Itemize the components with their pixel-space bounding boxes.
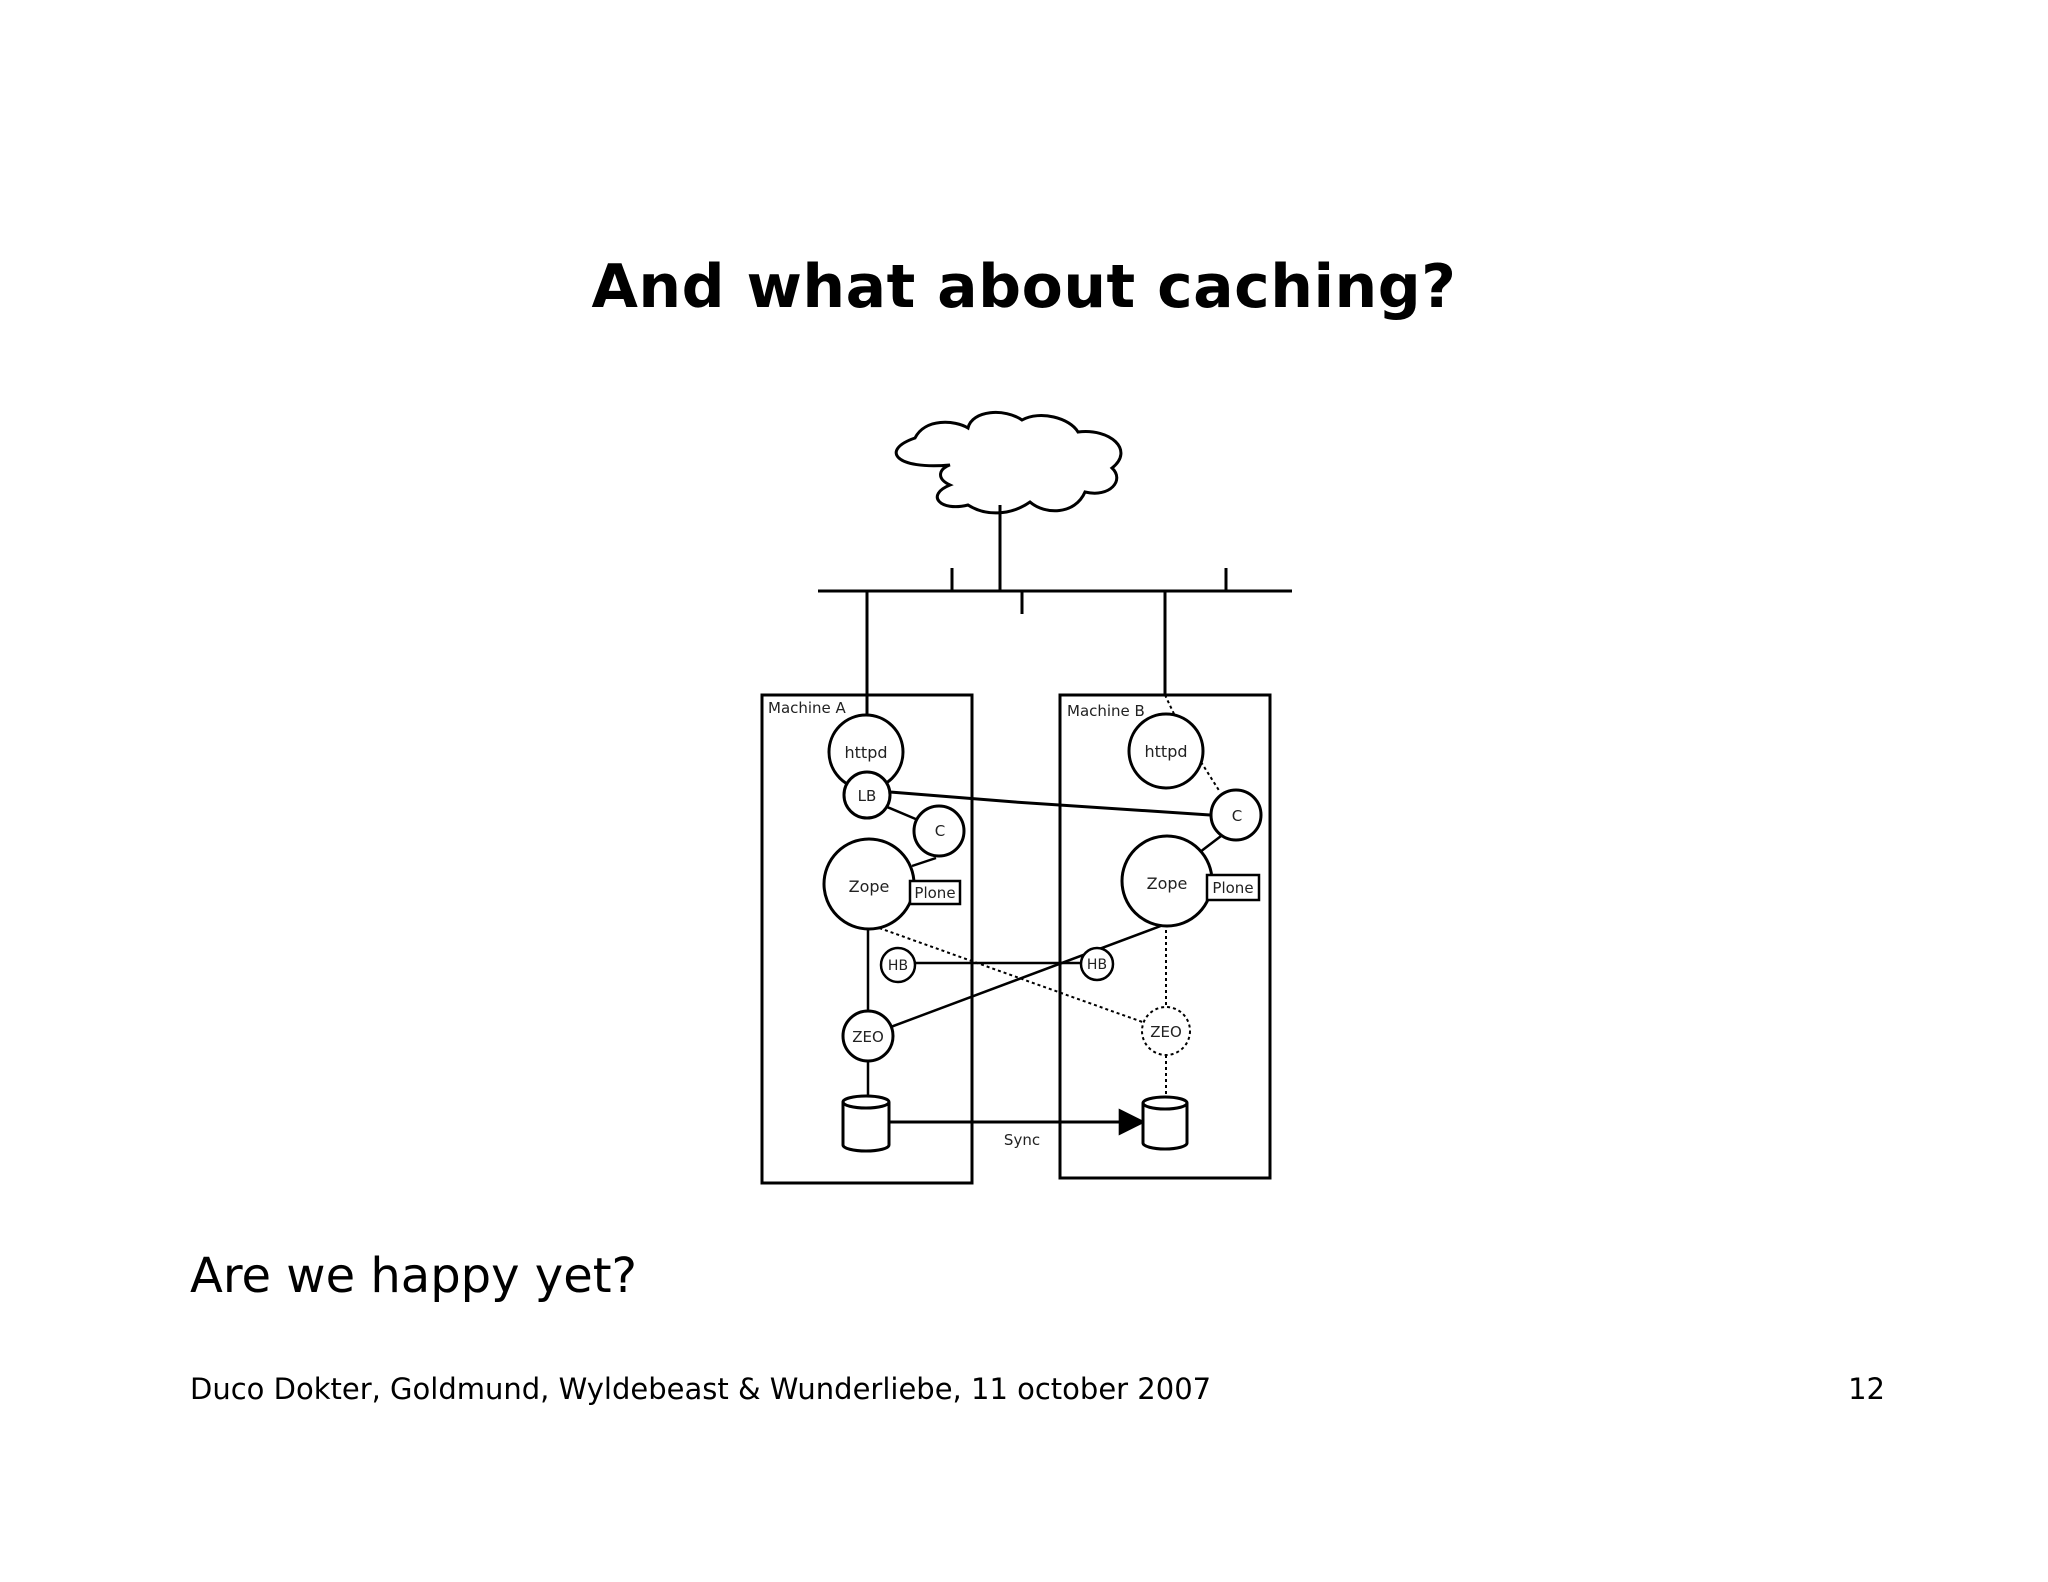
plone-a-node: Plone	[908, 879, 962, 906]
network-bus	[818, 505, 1292, 718]
page-number: 12	[1848, 1372, 1885, 1406]
zeo-b-label: ZEO	[1150, 1023, 1182, 1041]
hb-a-node: HB	[879, 946, 917, 984]
plone-b-node: Plone	[1205, 873, 1261, 902]
sync-label: Sync	[1004, 1131, 1040, 1149]
plone-a-label: Plone	[914, 884, 955, 902]
machine-a-label: Machine A	[768, 699, 847, 717]
internet-cloud-icon	[894, 410, 1123, 515]
zope-b-node: Zope	[1120, 834, 1214, 928]
httpd-b-label: httpd	[1145, 742, 1188, 761]
cache-b-label: C	[1232, 807, 1242, 825]
cache-a-label: C	[935, 822, 945, 840]
zeo-a-node: ZEO	[841, 1009, 895, 1063]
httpd-a-node: httpd	[827, 713, 905, 791]
cache-a-node: C	[912, 804, 966, 858]
zope-a-label: Zope	[849, 877, 890, 896]
zeo-b-node: ZEO	[1141, 1006, 1191, 1056]
zeo-a-label: ZEO	[852, 1028, 884, 1046]
lb-a-label: LB	[858, 787, 877, 805]
lb-a-node: LB	[842, 770, 892, 820]
hb-b-node: HB	[1079, 946, 1115, 982]
footer-text: Duco Dokter, Goldmund, Wyldebeast & Wund…	[190, 1372, 1212, 1406]
plone-b-label: Plone	[1212, 879, 1253, 897]
standby-connections	[867, 694, 1221, 1095]
zope-b-label: Zope	[1147, 874, 1188, 893]
httpd-b-node: httpd	[1127, 712, 1205, 790]
cache-b-node: C	[1209, 788, 1263, 842]
hb-b-label: HB	[1087, 957, 1107, 973]
database-b-icon	[1141, 1095, 1189, 1151]
body-text: Are we happy yet?	[190, 1248, 638, 1304]
httpd-a-label: httpd	[845, 743, 888, 762]
zope-a-node: Zope	[822, 837, 916, 931]
machine-b-label: Machine B	[1067, 702, 1145, 720]
slide-title: And what about caching?	[591, 252, 1457, 322]
database-a-icon	[841, 1094, 891, 1153]
hb-a-label: HB	[888, 958, 908, 974]
